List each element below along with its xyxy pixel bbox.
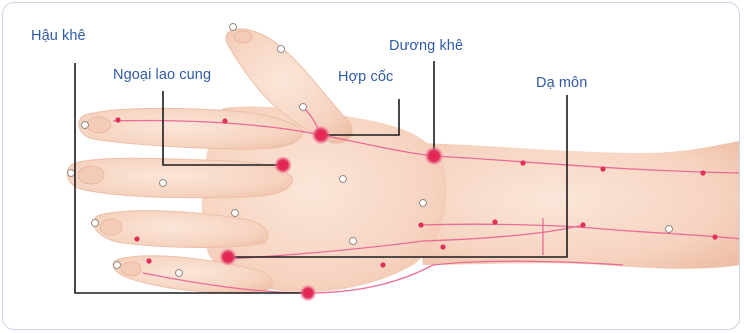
label-hop-coc: Hợp cốc [338,69,393,85]
label-duong-khe: Dương khê [389,38,463,54]
forearm [403,141,740,269]
label-ngoai-lao-cung: Ngoại lao cung [113,67,211,83]
acupoint-hop-coc [312,126,330,144]
acupoint-ngoai-lao-cung [275,157,292,174]
label-da-mon: Dạ môn [536,75,587,91]
acupoint-da-mon [220,249,237,266]
acupoint-duong-khe [425,147,443,165]
hand-diagram [3,3,740,330]
acupoint-hau-khe [300,285,316,301]
diagram-frame: Hậu khê Ngoại lao cung Hợp cốc Dương khê… [2,2,740,330]
label-hau-khe: Hậu khê [31,28,86,44]
